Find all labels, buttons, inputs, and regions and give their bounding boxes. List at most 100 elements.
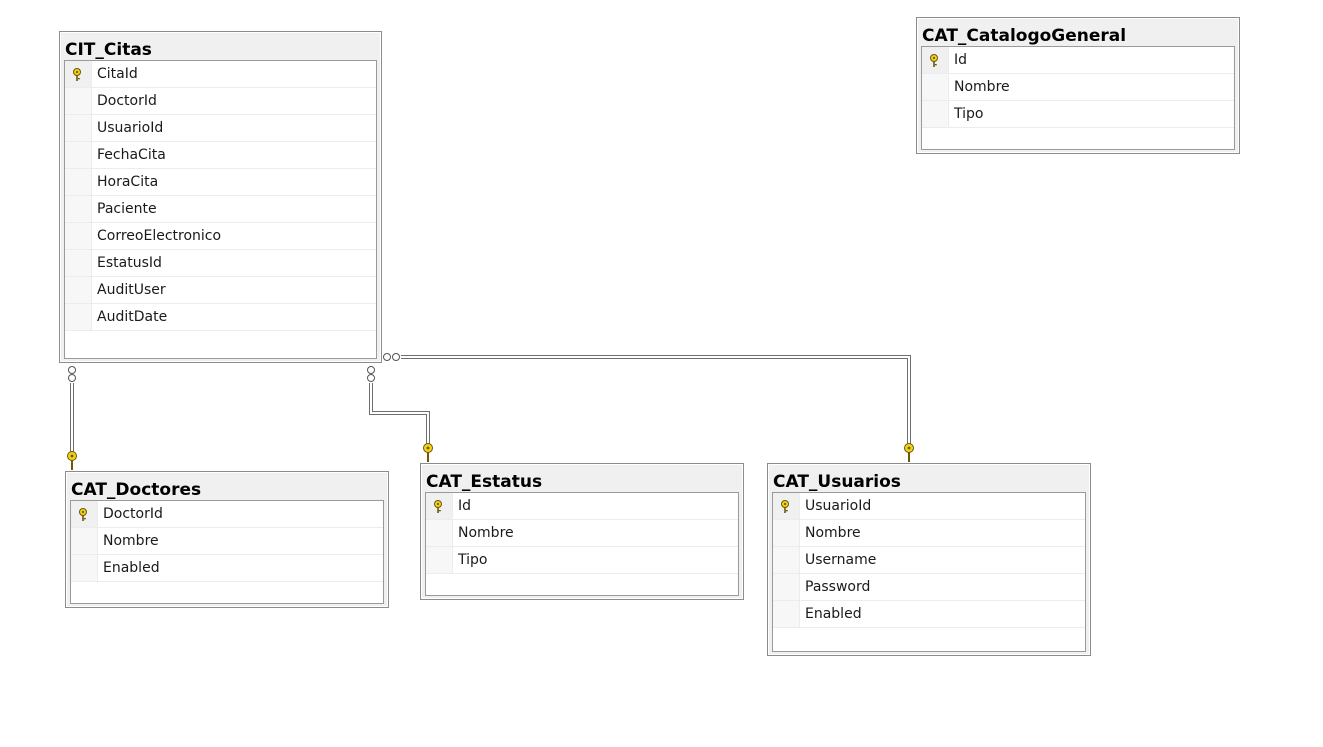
column-name: Enabled [805,606,862,622]
column-row[interactable]: Tipo [426,547,738,574]
column-row[interactable]: CorreoElectronico [65,223,376,250]
column-name: AuditUser [97,282,166,298]
row-selector[interactable] [65,142,92,168]
row-selector[interactable] [65,304,92,330]
column-name: Nombre [954,79,1010,95]
row-selector[interactable] [922,74,949,100]
row-selector[interactable] [773,601,800,627]
column-row[interactable]: Id [426,493,738,520]
row-selector[interactable] [922,47,949,73]
column-name: Paciente [97,201,157,217]
column-name: DoctorId [97,93,157,109]
table-title: CAT_CatalogoGeneral [922,26,1127,46]
table-title: CAT_Doctores [71,480,202,500]
row-selector[interactable] [65,88,92,114]
row-selector[interactable] [65,277,92,303]
column-row[interactable]: EstatusId [65,250,376,277]
table-title: CIT_Citas [65,40,152,60]
column-row[interactable]: Nombre [773,520,1085,547]
primary-key-icon [781,500,789,513]
primary-key-icon [930,54,938,67]
column-row[interactable]: HoraCita [65,169,376,196]
row-selector[interactable] [65,61,92,87]
row-selector[interactable] [426,493,453,519]
column-name: UsuarioId [97,120,164,136]
column-row[interactable]: AuditDate [65,304,376,331]
column-row[interactable]: CitaId [65,61,376,88]
column-name: Tipo [458,552,488,568]
many-end-icon [383,353,400,361]
column-row[interactable]: DoctorId [71,501,383,528]
column-row[interactable]: Password [773,574,1085,601]
key-end-icon [423,443,433,462]
table-title: CAT_Estatus [426,472,543,492]
column-name: Password [805,579,871,595]
many-end-icon [367,366,375,382]
row-selector[interactable] [65,196,92,222]
column-row[interactable]: Enabled [71,555,383,582]
row-selector[interactable] [773,574,800,600]
column-row[interactable]: Id [922,47,1234,74]
column-name: DoctorId [103,506,163,522]
column-name: EstatusId [97,255,162,271]
column-name: Id [954,52,968,68]
row-selector[interactable] [426,520,453,546]
column-name: Enabled [103,560,160,576]
row-selector[interactable] [773,493,800,519]
column-row[interactable]: Enabled [773,601,1085,628]
table-title: CAT_Usuarios [773,472,901,492]
primary-key-icon [79,508,87,521]
column-name: UsuarioId [805,498,872,514]
row-selector[interactable] [71,528,98,554]
relationship-citas-estatus[interactable] [367,366,433,463]
column-name: FechaCita [97,147,166,163]
column-row[interactable]: DoctorId [65,88,376,115]
key-end-icon [904,443,914,462]
primary-key-icon [434,500,442,513]
column-name: HoraCita [97,174,159,190]
column-name: CorreoElectronico [97,228,222,244]
key-end-icon [67,451,77,470]
column-row[interactable]: Tipo [922,101,1234,128]
column-row[interactable]: UsuarioId [773,493,1085,520]
column-row[interactable]: Username [773,547,1085,574]
relationship-citas-doctores[interactable] [67,366,77,471]
row-selector[interactable] [65,115,92,141]
column-row[interactable]: Paciente [65,196,376,223]
column-row[interactable]: Nombre [922,74,1234,101]
column-name: Nombre [103,533,159,549]
column-row[interactable]: UsuarioId [65,115,376,142]
column-row[interactable]: AuditUser [65,277,376,304]
column-name: AuditDate [97,309,168,325]
column-name: Nombre [458,525,514,541]
row-selector[interactable] [922,101,949,127]
relationship-citas-usuarios[interactable] [383,353,914,463]
row-selector[interactable] [65,169,92,195]
row-selector[interactable] [65,250,92,276]
column-row[interactable]: Nombre [426,520,738,547]
row-selector[interactable] [773,547,800,573]
row-selector[interactable] [71,501,98,527]
row-selector[interactable] [426,547,453,573]
column-row[interactable]: Nombre [71,528,383,555]
column-name: Username [805,552,877,568]
row-selector[interactable] [71,555,98,581]
column-row[interactable]: FechaCita [65,142,376,169]
column-name: CitaId [97,66,138,82]
column-name: Tipo [954,106,984,122]
row-selector[interactable] [65,223,92,249]
column-name: Id [458,498,472,514]
column-name: Nombre [805,525,861,541]
row-selector[interactable] [773,520,800,546]
